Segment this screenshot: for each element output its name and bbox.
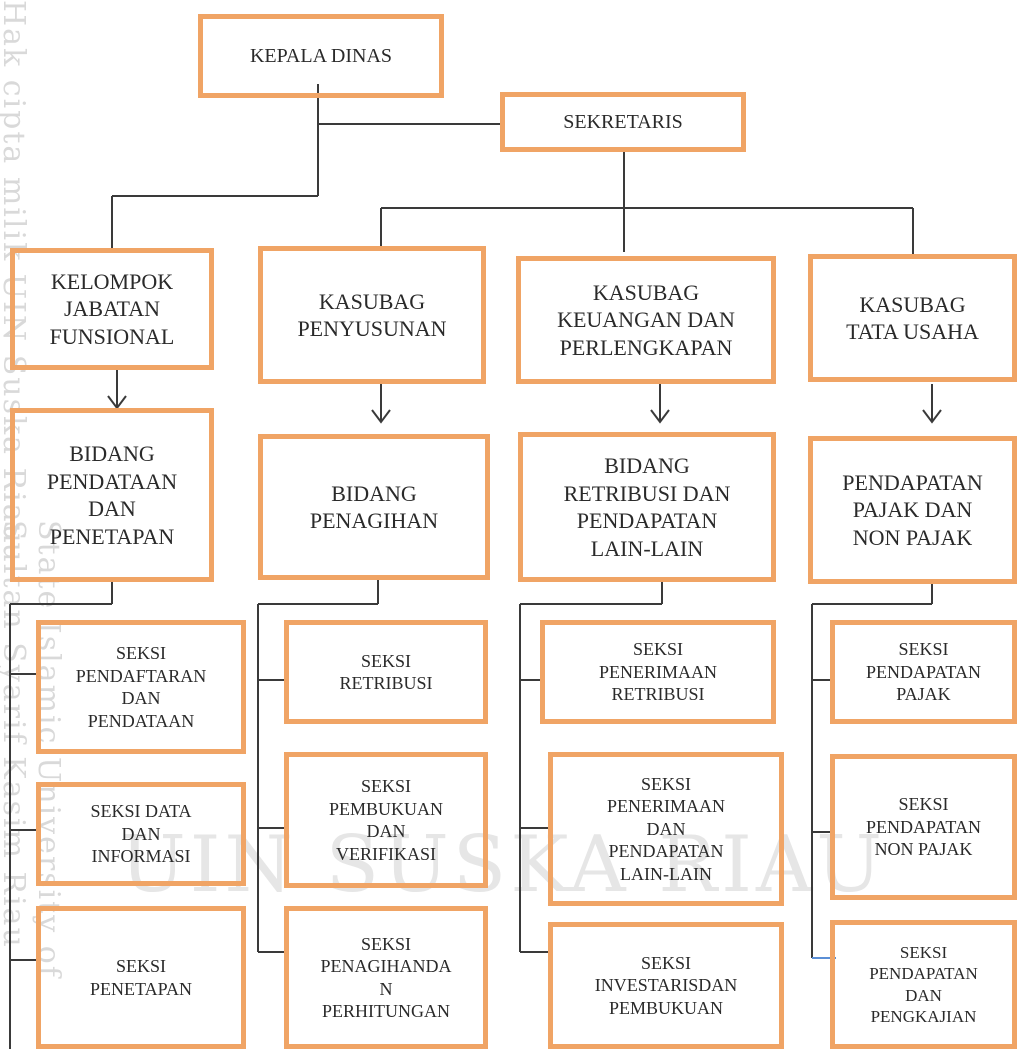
kasubag-penyusunan-label: KASUBAG PENYUSUNAN bbox=[297, 288, 447, 342]
kepala-dinas-box: KEPALA DINAS bbox=[198, 14, 444, 98]
seksi-pendaftaran-label: SEKSI PENDAFTARAN DAN PENDATAAN bbox=[75, 643, 207, 731]
kasubag-tata-usaha-label: KASUBAG TATA USAHA bbox=[846, 291, 979, 345]
kepala-dinas-label: KEPALA DINAS bbox=[249, 44, 393, 67]
watermark-center: UIN SUSKA RIAU bbox=[120, 820, 887, 910]
seksi-retribusi-box: SEKSI RETRIBUSI bbox=[284, 620, 488, 724]
bidang-pendataan-label: BIDANG PENDATAAN DAN PENETAPAN bbox=[46, 441, 178, 549]
seksi-penerimaan-pendapatan-box: SEKSI PENERIMAAN DAN PENDAPATAN LAIN-LAI… bbox=[548, 752, 784, 906]
seksi-investaris-box: SEKSI INVESTARISDAN PEMBUKUAN bbox=[548, 922, 784, 1049]
seksi-pengkajian-box: SEKSI PENDAPATAN DAN PENGKAJIAN bbox=[830, 920, 1017, 1049]
bidang-retribusi-box: BIDANG RETRIBUSI DAN PENDAPATAN LAIN-LAI… bbox=[518, 432, 776, 582]
bidang-pendataan-box: BIDANG PENDATAAN DAN PENETAPAN bbox=[10, 408, 214, 582]
watermark-side-top: Hak cipta milik UIN Suska Riau bbox=[0, 0, 31, 545]
sekretaris-box: SEKRETARIS bbox=[500, 92, 746, 152]
seksi-penagihan-label: SEKSI PENAGIHANDA N PERHITUNGAN bbox=[320, 933, 452, 1022]
seksi-pendapatan-non-pajak-box: SEKSI PENDAPATAN NON PAJAK bbox=[830, 754, 1017, 900]
kelompok-jabatan-label: KELOMPOK JABATAN FUNSIONAL bbox=[49, 268, 175, 349]
seksi-pendaftaran-box: SEKSI PENDAFTARAN DAN PENDATAAN bbox=[36, 620, 246, 754]
seksi-penerimaan-retribusi-label: SEKSI PENERIMAAN RETRIBUSI bbox=[598, 639, 717, 705]
bidang-retribusi-label: BIDANG RETRIBUSI DAN PENDAPATAN LAIN-LAI… bbox=[563, 453, 731, 561]
seksi-penetapan-label: SEKSI PENETAPAN bbox=[90, 956, 192, 999]
seksi-investaris-label: SEKSI INVESTARISDAN PEMBUKUAN bbox=[594, 952, 738, 1018]
kasubag-keuangan-label: KASUBAG KEUANGAN DAN PERLENGKAPAN bbox=[557, 279, 735, 360]
seksi-data-label: SEKSI DATA DAN INFORMASI bbox=[90, 801, 192, 867]
seksi-pendapatan-non-pajak-label: SEKSI PENDAPATAN NON PAJAK bbox=[866, 794, 981, 860]
seksi-pendapatan-pajak-label: SEKSI PENDAPATAN PAJAK bbox=[866, 639, 981, 705]
pendapatan-pajak-box: PENDAPATAN PAJAK DAN NON PAJAK bbox=[808, 436, 1017, 584]
pendapatan-pajak-label: PENDAPATAN PAJAK DAN NON PAJAK bbox=[842, 469, 983, 550]
seksi-penetapan-box: SEKSI PENETAPAN bbox=[36, 906, 246, 1049]
bidang-penagihan-box: BIDANG PENAGIHAN bbox=[258, 434, 490, 580]
kelompok-jabatan-box: KELOMPOK JABATAN FUNSIONAL bbox=[10, 248, 214, 370]
kasubag-penyusunan-box: KASUBAG PENYUSUNAN bbox=[258, 246, 486, 384]
kasubag-keuangan-box: KASUBAG KEUANGAN DAN PERLENGKAPAN bbox=[516, 256, 776, 384]
seksi-penerimaan-retribusi-box: SEKSI PENERIMAAN RETRIBUSI bbox=[540, 620, 776, 724]
kasubag-tata-usaha-box: KASUBAG TATA USAHA bbox=[808, 254, 1017, 382]
seksi-pengkajian-label: SEKSI PENDAPATAN DAN PENGKAJIAN bbox=[869, 943, 978, 1026]
seksi-retribusi-label: SEKSI RETRIBUSI bbox=[339, 650, 433, 694]
sekretaris-label: SEKRETARIS bbox=[563, 110, 683, 133]
seksi-penerimaan-pendapatan-label: SEKSI PENERIMAAN DAN PENDAPATAN LAIN-LAI… bbox=[606, 773, 725, 884]
seksi-pembukuan-box: SEKSI PEMBUKUAN DAN VERIFIKASI bbox=[284, 752, 488, 888]
seksi-pendapatan-pajak-box: SEKSI PENDAPATAN PAJAK bbox=[830, 620, 1017, 724]
seksi-data-box: SEKSI DATA DAN INFORMASI bbox=[36, 782, 246, 886]
seksi-penagihan-box: SEKSI PENAGIHANDA N PERHITUNGAN bbox=[284, 906, 488, 1049]
bidang-penagihan-label: BIDANG PENAGIHAN bbox=[309, 480, 439, 534]
seksi-pembukuan-label: SEKSI PEMBUKUAN DAN VERIFIKASI bbox=[328, 776, 443, 864]
